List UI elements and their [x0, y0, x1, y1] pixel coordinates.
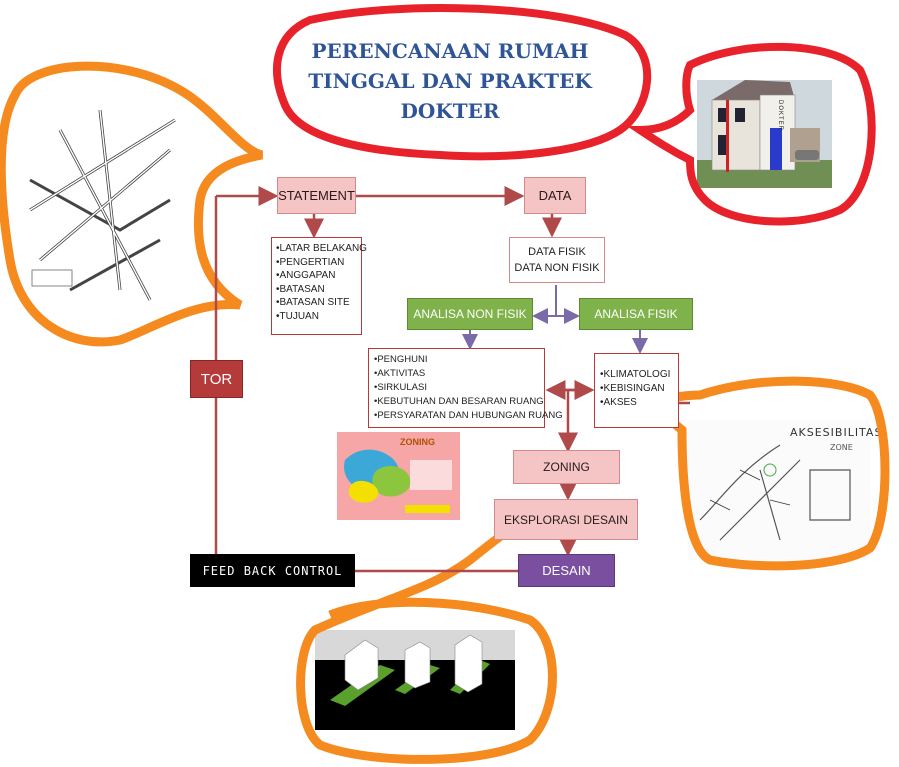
massing-orange-outline	[296, 529, 557, 764]
statement-list-item: •ANGGAPAN	[276, 270, 336, 281]
statement-list-item: •TUJUAN	[276, 310, 319, 322]
feedback-control-box: FEED BACK CONTROL	[190, 554, 355, 587]
statement-list-item: •BATASAN	[276, 283, 325, 295]
non-fisik-list-item: •PERSYARATAN DAN HUBUNGAN RUANG	[374, 410, 563, 421]
diagram-title: PERENCANAAN RUMAH TINGGAL DAN PRAKTEK DO…	[300, 36, 600, 126]
fisik-list: •KLIMATOLOGI •KEBISINGAN •AKSES	[594, 353, 679, 428]
house-sign-text: DOKTER	[777, 100, 783, 131]
purple-connectors	[462, 285, 648, 354]
zoning-image	[337, 432, 460, 520]
non-fisik-list-item: •PENGHUNI	[374, 354, 428, 365]
title-line-2: TINGGAL DAN PRAKTEK	[308, 69, 592, 93]
title-line-3: DOKTER	[400, 99, 500, 123]
title-red-outline	[273, 4, 652, 161]
tor-box: TOR	[190, 360, 243, 398]
eksplorasi-desain-box: EKSPLORASI DESAIN	[494, 499, 638, 540]
sketch-sub-text: ZONE	[830, 443, 853, 452]
data-non-fisik-label: DATA NON FISIK	[514, 262, 600, 274]
statement-list-item: •BATASAN SITE	[276, 297, 350, 308]
statement-list: •LATAR BELAKANG •PENGERTIAN •ANGGAPAN •B…	[271, 237, 367, 335]
fisik-list-item: •KEBISINGAN	[600, 383, 665, 394]
zoning-image-title: ZONING	[400, 437, 435, 447]
data-box: DATA	[524, 177, 586, 214]
house-image	[697, 80, 832, 188]
non-fisik-list-item: •SIRKULASI	[374, 382, 427, 393]
statement-list-item: •LATAR BELAKANG	[276, 243, 367, 254]
site-map-image	[22, 95, 182, 330]
analisa-non-fisik-box: ANALISA NON FISIK	[407, 298, 533, 330]
non-fisik-list: •PENGHUNI •AKTIVITAS •SIRKULASI •KEBUTUH…	[368, 348, 563, 428]
sketch-title-text: AKSESIBILITAS	[790, 426, 882, 439]
statement-box: STATEMENT	[277, 177, 356, 214]
fisik-list-item: •KLIMATOLOGI	[600, 369, 671, 380]
title-line-1: PERENCANAAN RUMAH	[311, 39, 589, 63]
statement-list-item: •PENGERTIAN	[276, 256, 345, 268]
map-orange-outline	[0, 61, 264, 347]
non-fisik-list-item: •KEBUTUHAN DAN BESARAN RUANG	[374, 396, 544, 407]
zoning-box: ZONING	[513, 450, 620, 484]
desain-box: DESAIN	[518, 554, 615, 587]
house-red-outline	[626, 42, 876, 226]
fisik-list-item: •AKSES	[600, 397, 637, 408]
analisa-fisik-box: ANALISA FISIK	[579, 298, 693, 330]
non-fisik-list-item: •AKTIVITAS	[374, 368, 426, 379]
data-fisik-box: DATA FISIK DATA NON FISIK	[509, 237, 605, 283]
access-sketch-image	[688, 420, 870, 560]
data-fisik-label: DATA FISIK	[528, 246, 586, 258]
massing-model-image	[315, 630, 515, 730]
